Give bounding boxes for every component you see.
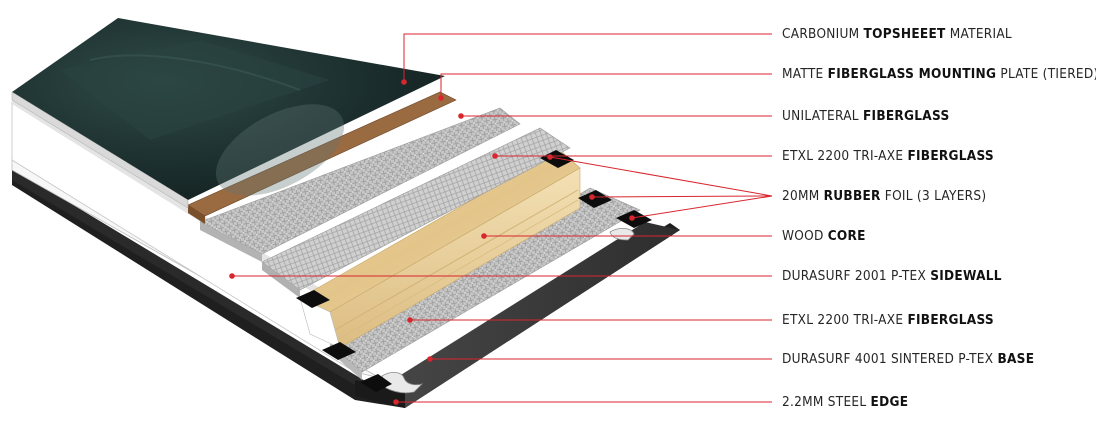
label-top-triaxial-bold: FIBERGLASS bbox=[907, 148, 994, 164]
label-topsheet-bold: TOPSHEEET bbox=[863, 26, 946, 42]
label-bottom-triaxial: ETXL 2200 TRI-AXE FIBERGLASS bbox=[782, 310, 994, 330]
label-topsheet: CARBONIUM TOPSHEEET MATERIAL bbox=[782, 24, 1012, 44]
label-rubber-foil: 20MM RUBBER FOIL (3 LAYERS) bbox=[782, 186, 986, 206]
label-unilateral-fiberglass-pre: UNILATERAL bbox=[782, 108, 859, 124]
leader-lines bbox=[232, 33, 773, 403]
leader-rubber-foil-c bbox=[631, 195, 773, 219]
label-steel-edge-pre: 2.2MM STEEL bbox=[782, 394, 867, 410]
label-top-triaxial-pre: ETXL 2200 TRI-AXE bbox=[782, 148, 904, 164]
label-wood-core-bold: CORE bbox=[827, 228, 866, 244]
label-topsheet-post: MATERIAL bbox=[949, 26, 1012, 42]
label-wood-core-pre: WOOD bbox=[782, 228, 824, 244]
top-triaxial-fiberglass-layer bbox=[261, 127, 571, 298]
leader-rubber-foil-a bbox=[549, 156, 773, 197]
label-sidewall-pre: DURASURF 2001 P-TEX bbox=[782, 268, 927, 284]
base-layer bbox=[12, 168, 680, 408]
label-unilateral-fiberglass: UNILATERAL FIBERGLASS bbox=[782, 106, 949, 126]
label-steel-edge: 2.2MM STEEL EDGE bbox=[782, 392, 908, 412]
label-sidewall-bold: SIDEWALL bbox=[930, 268, 1002, 284]
label-base: DURASURF 4001 SINTERED P-TEX BASE bbox=[782, 349, 1034, 369]
label-top-triaxial: ETXL 2200 TRI-AXE FIBERGLASS bbox=[782, 146, 994, 166]
topsheet-layer bbox=[11, 18, 445, 209]
wood-core-layer bbox=[299, 149, 581, 349]
steel-edge-notch bbox=[381, 228, 635, 394]
leader-dots bbox=[229, 79, 635, 405]
label-rubber-foil-pre: 20MM bbox=[782, 188, 820, 204]
label-steel-edge-bold: EDGE bbox=[870, 394, 909, 410]
leader-rubber-foil-b bbox=[591, 195, 773, 198]
leader-mounting-plate bbox=[440, 73, 772, 98]
label-bottom-triaxial-bold: FIBERGLASS bbox=[907, 312, 994, 328]
label-mounting-plate-bold: FIBERGLASS MOUNTING bbox=[827, 66, 997, 82]
leader-topsheet bbox=[403, 33, 772, 82]
label-mounting-plate-post: PLATE (TIERED) bbox=[1000, 66, 1096, 82]
label-rubber-foil-post: FOIL (3 LAYERS) bbox=[884, 188, 987, 204]
label-sidewall: DURASURF 2001 P-TEX SIDEWALL bbox=[782, 266, 1002, 286]
unilateral-fiberglass-layer bbox=[199, 107, 521, 262]
label-topsheet-pre: CARBONIUM bbox=[782, 26, 860, 42]
label-rubber-foil-bold: RUBBER bbox=[823, 188, 881, 204]
label-unilateral-fiberglass-bold: FIBERGLASS bbox=[862, 108, 950, 124]
label-mounting-plate: MATTE FIBERGLASS MOUNTING PLATE (TIERED) bbox=[782, 64, 1096, 84]
label-bottom-triaxial-pre: ETXL 2200 TRI-AXE bbox=[782, 312, 904, 328]
label-wood-core: WOOD CORE bbox=[782, 226, 866, 246]
label-mounting-plate-pre: MATTE bbox=[782, 66, 824, 82]
label-base-pre: DURASURF 4001 SINTERED P-TEX bbox=[782, 351, 994, 367]
label-base-bold: BASE bbox=[997, 351, 1035, 367]
mounting-plate-layer bbox=[187, 91, 457, 224]
